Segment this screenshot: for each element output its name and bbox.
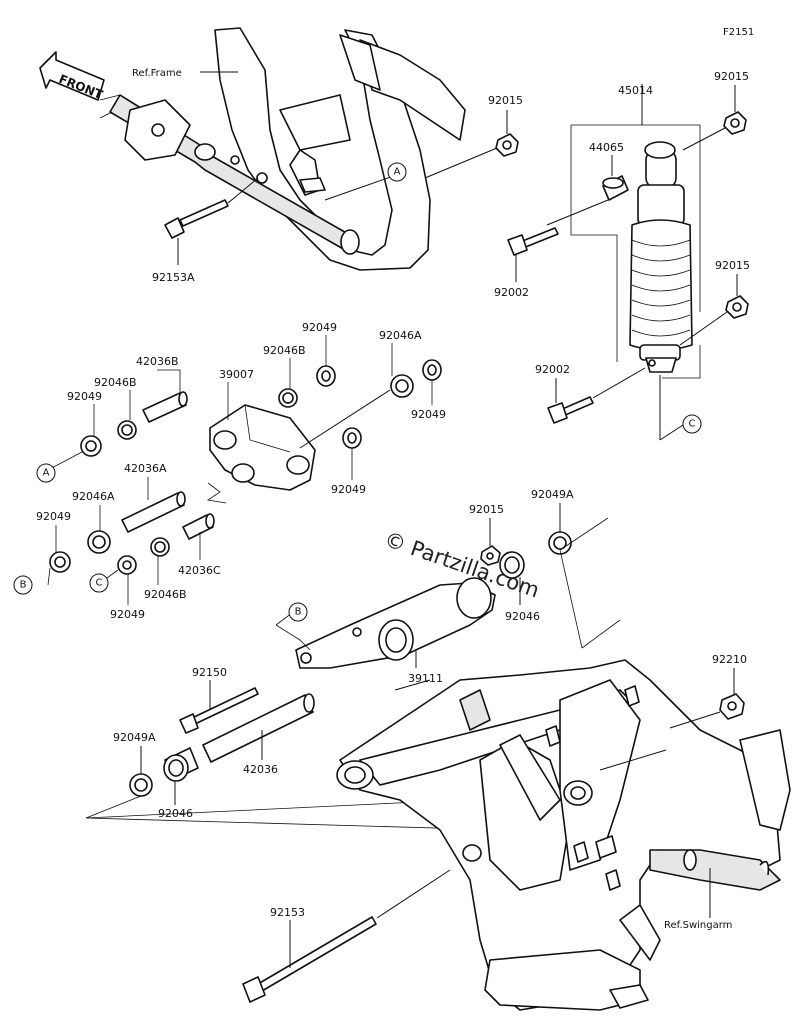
ref-swingarm-label: Ref.Swingarm [664,920,732,931]
sleeve-42036C [182,513,215,540]
part-label: 92046B [94,376,137,389]
part-label: 42036B [136,355,179,368]
svg-text:C: C [96,578,103,589]
part-label: 92015 [469,503,504,516]
svg-text:C: C [689,419,696,430]
part-label: 92046A [379,329,422,342]
bearing-92046-a [499,551,525,579]
sleeve-42036A [121,491,186,533]
part-label: 42036 [243,763,278,776]
washer-92049-d [342,427,362,449]
washer-92049-c [422,359,442,381]
svg-text:A: A [394,167,401,178]
part-label: 92049 [411,408,446,421]
part-label: 92049A [531,488,574,501]
part-label: 44065 [589,141,624,154]
figure-code: F2151 [723,27,754,38]
part-label: 92049A [113,731,156,744]
callout-C1: C [89,573,109,593]
svg-text:A: A [43,468,50,479]
part-label: 42036C [178,564,221,577]
bolt-92002-upper [507,227,559,256]
ref-frame-label: Ref.Frame [132,68,182,79]
collar-44065 [602,175,629,201]
nut-92015-c [725,295,749,319]
part-label: 92046B [263,344,306,357]
part-label: 42036A [124,462,167,475]
part-label: 92153 [270,906,305,919]
part-label: 92015 [715,259,750,272]
part-label: 92153A [152,271,195,284]
svg-text:B: B [295,607,302,618]
bolt-92153 [242,916,377,1003]
bearing-92046A-b [87,530,111,554]
callout-B2: B [288,602,308,622]
frame-illustration [99,27,466,271]
bearing-92046-b [163,747,199,782]
swingarm-illustration [336,659,791,1011]
part-label: 92049 [331,483,366,496]
shock-absorber-45014 [629,141,693,373]
front-arrow-icon: FRONT [39,51,105,102]
callout-C2: C [682,414,702,434]
part-label: 92002 [494,286,529,299]
washer-92049A-b [129,773,153,797]
part-label: 39007 [219,368,254,381]
bearing-92046A-a [390,374,414,398]
washer-92049-b [316,365,336,387]
part-label: 92049 [302,321,337,334]
part-label: 45014 [618,84,653,97]
part-label: 92049 [110,608,145,621]
nut-92015-d [480,545,501,566]
bearing-92046B-b [278,388,298,408]
part-label: 92049 [67,390,102,403]
nut-92210 [719,693,745,720]
tie-rod-39111 [295,577,496,669]
rocker-link-39007 [209,404,316,491]
sleeve-42036 [202,693,315,763]
bearing-92046B-c [150,537,170,557]
washer-92049-f [117,555,137,575]
washer-92049-a [80,435,102,457]
part-label: 92002 [535,363,570,376]
part-label: 92210 [712,653,747,666]
part-label: 92015 [714,70,749,83]
sleeve-42036B [142,391,188,423]
svg-text:B: B [20,580,27,591]
nut-92015-a [495,133,519,157]
callout-B1: B [13,575,33,595]
part-label: 92015 [488,94,523,107]
part-label: 92049 [36,510,71,523]
callout-A2: A [36,463,56,483]
bolt-92153A [164,199,229,239]
bearing-92046B-a [117,420,137,440]
part-label: 39111 [408,672,443,685]
callout-A1: A [387,162,407,182]
part-label: 92046 [505,610,540,623]
part-label: 92046A [72,490,115,503]
bolt-92002-lower [547,396,594,424]
part-label: 92046 [158,807,193,820]
nut-92015-b [723,111,747,135]
part-label: 92150 [192,666,227,679]
bolt-92150 [179,687,259,734]
washer-92049-e [49,551,71,573]
part-label: 92046B [144,588,187,601]
